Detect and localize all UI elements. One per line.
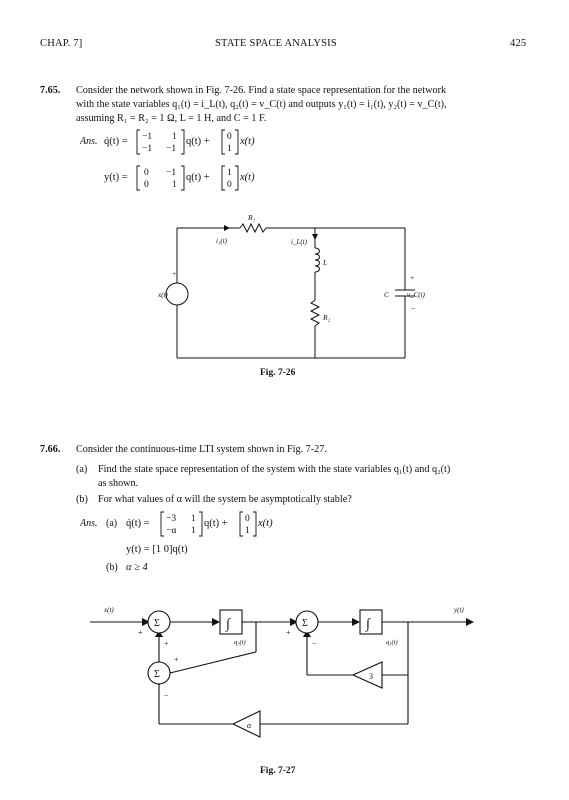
gain-3-label: 3 (369, 672, 373, 681)
integrator-2-icon (359, 609, 383, 635)
figure-7-27-caption: Fig. 7-27 (260, 766, 296, 776)
a22-766: 1 (191, 526, 196, 536)
sigma-2: Σ (302, 618, 308, 629)
a11-766: −3 (166, 514, 176, 524)
sign-plus-2: + (164, 639, 169, 648)
eq1-mid-766: q(t) + (204, 518, 228, 529)
part-b-line-1: For what values of α will the system be … (98, 494, 352, 505)
problem-765-line-1: Consider the network shown in Fig. 7-26.… (76, 85, 447, 96)
part-a-line-1: Find the state space representation of t… (98, 464, 451, 475)
matrix-C-765: 0 −1 0 1 (136, 165, 185, 191)
c21: 0 (144, 180, 149, 190)
b2-766: 1 (245, 526, 250, 536)
answer-label: Ans. (80, 136, 98, 147)
eq1-lhs-766: q̇(t) = (126, 518, 150, 529)
figure-7-26-caption: Fig. 7-26 (260, 368, 296, 378)
sign-minus-2: − (164, 691, 169, 700)
label-i1: i₁(t) (216, 237, 228, 245)
b1-766: 0 (245, 514, 250, 524)
label-xt-727: x(t) (103, 606, 114, 614)
chapter-label: CHAP. 7] (40, 38, 83, 49)
sign-minus-1: − (312, 639, 317, 648)
label-R1: R₁ (247, 213, 256, 222)
a21-766: −α (166, 526, 176, 536)
label-q2: q₂(t) (234, 639, 246, 646)
label-xt: x(t) (157, 291, 168, 299)
matrix-B-766: 0 1 (239, 511, 257, 537)
problem-766-line-1: Consider the continuous-time LTI system … (76, 444, 327, 455)
sigma-3: Σ (154, 669, 160, 680)
eq1-lhs: q̇(t) = (104, 136, 128, 147)
sign-plus-1: + (138, 628, 143, 637)
voltage-source-icon (165, 282, 189, 306)
part-a-line-2: as shown. (98, 478, 139, 489)
a12-766: 1 (191, 514, 196, 524)
part-b-label: (b) (76, 494, 88, 505)
figure-7-26-circuit: R₁ i₁(t) i_L(t) L R₂ C v_C(t) + − x(t) + (157, 213, 426, 359)
a11: −1 (142, 132, 152, 142)
eq2-mid: q(t) + (186, 172, 210, 183)
problem-765-line-2: with the state variables q₁(t) = i_L(t),… (76, 99, 447, 110)
current-arrow-iL-icon (312, 234, 318, 240)
matrix-B-765: 0 1 (221, 129, 239, 155)
label-plus-right: + (410, 273, 414, 282)
integral-symbol-1: ∫ (225, 617, 231, 632)
sign-plus-4: + (174, 655, 179, 664)
label-vC: v_C(t) (407, 291, 426, 299)
summing-junction-2-icon (295, 610, 319, 634)
eq1-tail-766: x(t) (257, 518, 273, 529)
d1: 1 (227, 168, 232, 178)
problem-765-line-3: assuming R₁ = R₂ = 1 Ω, L = 1 H, and C =… (76, 113, 267, 124)
label-plus-left: + (172, 269, 176, 278)
eq2-766: y(t) = [1 0]q(t) (126, 544, 188, 555)
eq2-tail: x(t) (239, 172, 255, 183)
label-L: L (322, 258, 327, 267)
eq1-mid: q(t) + (186, 136, 210, 147)
a21: −1 (142, 144, 152, 154)
c11: 0 (144, 168, 149, 178)
label-yt-727: y(t) (453, 606, 464, 614)
b2: 1 (227, 144, 232, 154)
answer-label-766: Ans. (80, 518, 98, 529)
answer-part-b-label: (b) (106, 562, 118, 573)
a12: 1 (172, 132, 177, 142)
running-title: STATE SPACE ANALYSIS (215, 38, 337, 49)
matrix-A-766: −3 1 −α 1 (160, 511, 203, 537)
summing-junction-1-icon (147, 610, 171, 634)
label-iL: i_L(t) (291, 238, 308, 246)
current-arrow-i1-icon (224, 225, 230, 231)
integrator-1-icon (219, 609, 243, 635)
a22: −1 (166, 144, 176, 154)
matrix-D-765: 1 0 (221, 165, 239, 191)
label-C: C (384, 290, 390, 299)
problem-number-766: 7.66. (40, 444, 61, 455)
label-R2: R₂ (322, 313, 331, 322)
gain-3-icon (351, 661, 383, 689)
label-minus-right: − (411, 304, 415, 313)
problem-number-765: 7.65. (40, 85, 61, 96)
gain-alpha-label: α (247, 721, 252, 730)
matrix-A-765: −1 1 −1 −1 (136, 129, 185, 155)
figure-7-27-block-diagram: Σ Σ Σ ∫ ∫ q₂(t) q₁(t) 3 α x(t) y(t) + + … (90, 606, 474, 738)
integral-symbol-2: ∫ (365, 617, 371, 632)
eq1-tail: x(t) (239, 136, 255, 147)
answer-part-b: α ≥ 4 (126, 562, 149, 573)
summing-junction-3-icon (147, 661, 171, 685)
answer-765-equations: Ans. q̇(t) = −1 1 −1 −1 q(t) + 0 1 x(t) … (80, 129, 255, 191)
part-a-label: (a) (76, 464, 88, 475)
sign-plus-3: + (286, 628, 291, 637)
answer-part-a-label: (a) (106, 518, 117, 529)
d2: 0 (227, 180, 232, 190)
gain-alpha-icon (231, 710, 261, 738)
eq2-lhs: y(t) = (104, 172, 128, 183)
c22: 1 (172, 180, 177, 190)
label-q1: q₁(t) (386, 639, 398, 646)
page-number: 425 (510, 38, 527, 49)
c12: −1 (166, 168, 176, 178)
answer-766-equations: Ans. (a) q̇(t) = −3 1 −α 1 q(t) + 0 1 x(… (80, 511, 273, 573)
sigma-1: Σ (154, 618, 160, 629)
b1: 0 (227, 132, 232, 142)
